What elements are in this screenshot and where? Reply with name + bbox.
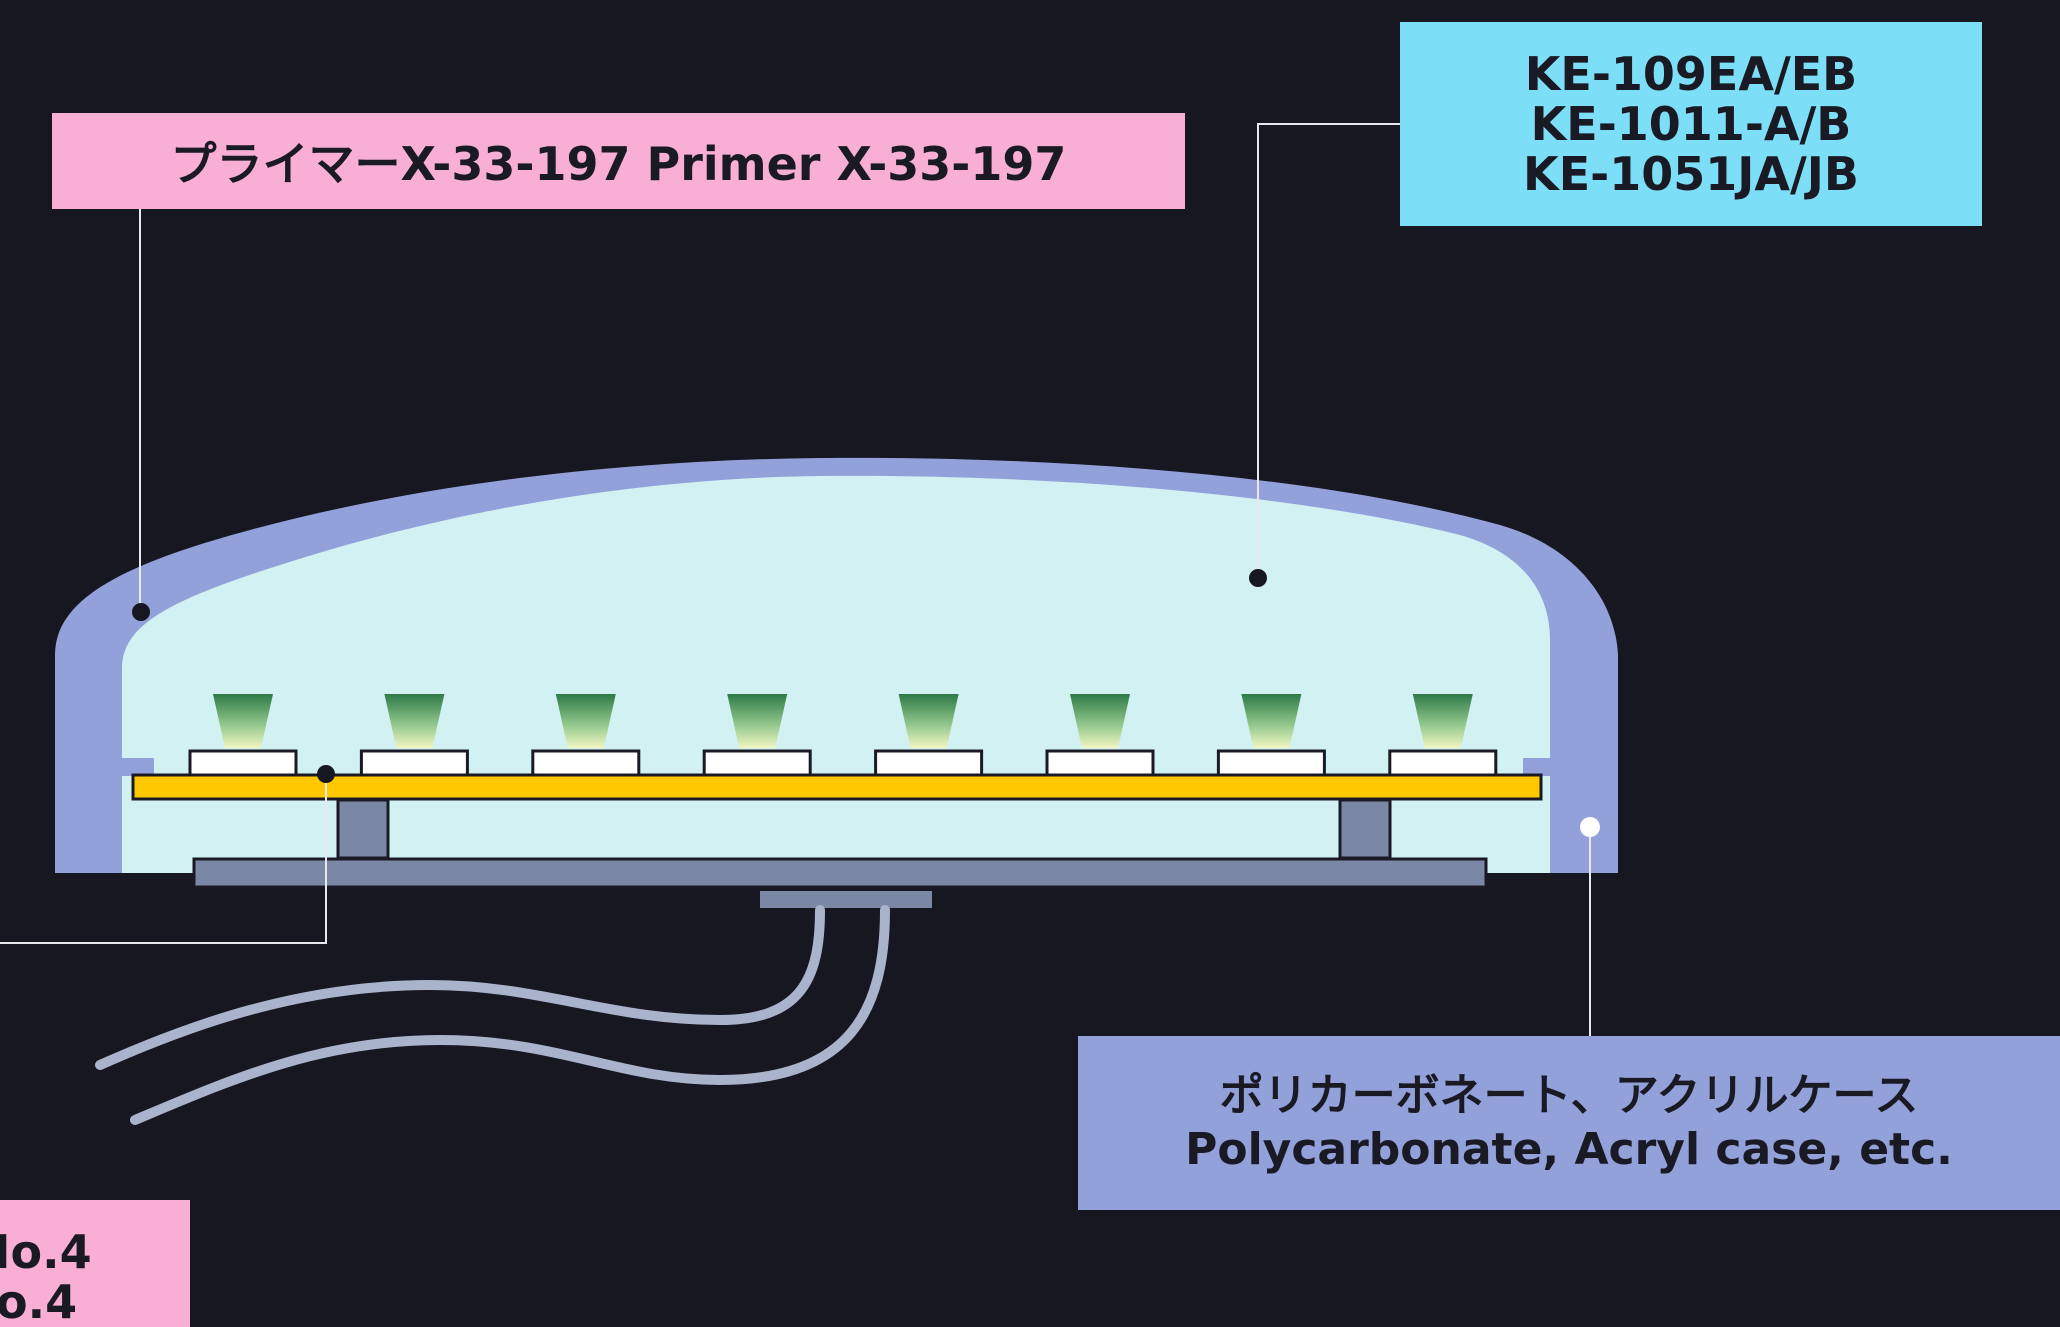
pcb-leader-dot: [317, 765, 335, 783]
case-ledge-right: [1523, 758, 1550, 776]
case-ledge-left: [122, 758, 154, 776]
case-leader-dot: [1580, 817, 1600, 837]
silicone-product-1: KE-109EA/EB: [1524, 47, 1858, 101]
led-light-beam: [727, 694, 788, 748]
silicone-product-3: KE-1051JA/JB: [1523, 147, 1859, 201]
led-chip: [1388, 749, 1498, 777]
led-light-beam: [555, 694, 616, 748]
silicone-leader-line: [1257, 123, 1400, 578]
case-material-jp: ポリカーボネート、アクリルケース: [1219, 1070, 1919, 1121]
led-light-beam: [1241, 694, 1302, 748]
led-chip: [1216, 749, 1326, 777]
case-material-label: ポリカーボネート、アクリルケース Polycarbonate, Acryl ca…: [1078, 1036, 2060, 1210]
bottom-partial-line-1: No.4: [0, 1224, 92, 1279]
standoff-left: [336, 798, 390, 860]
primer-label-text: プライマーX-33-197 Primer X-33-197: [170, 137, 1067, 191]
led-chip: [702, 749, 812, 777]
led-chip: [874, 749, 984, 777]
bottom-partial-label: No.4 o.4: [0, 1200, 190, 1327]
cable-1: [95, 905, 825, 1070]
cable-2: [130, 905, 890, 1125]
led-chip: [531, 749, 641, 777]
led-chip: [359, 749, 469, 777]
pcb-leader-line: [0, 774, 327, 944]
silicone-product-2: KE-1011-A/B: [1530, 97, 1852, 151]
led-chip: [188, 749, 298, 777]
pcb-board: [131, 773, 1543, 801]
base-plate: [192, 857, 1488, 889]
led-light-beam: [213, 694, 273, 748]
led-light-beam: [898, 694, 959, 748]
led-light-beam: [384, 694, 445, 748]
silicone-leader-dot: [1249, 569, 1267, 587]
primer-label: プライマーX-33-197 Primer X-33-197: [52, 113, 1185, 209]
primer-leader-dot: [132, 603, 150, 621]
case-material-en: Polycarbonate, Acryl case, etc.: [1185, 1124, 1953, 1175]
led-chip: [1045, 749, 1155, 777]
led-light-beam: [1070, 694, 1130, 748]
led-light-beam: [1412, 694, 1473, 748]
cable-connector: [760, 891, 932, 908]
bottom-partial-line-2: o.4: [0, 1274, 78, 1327]
silicone-product-label: KE-109EA/EB KE-1011-A/B KE-1051JA/JB: [1400, 22, 1982, 226]
standoff-right: [1338, 798, 1392, 860]
